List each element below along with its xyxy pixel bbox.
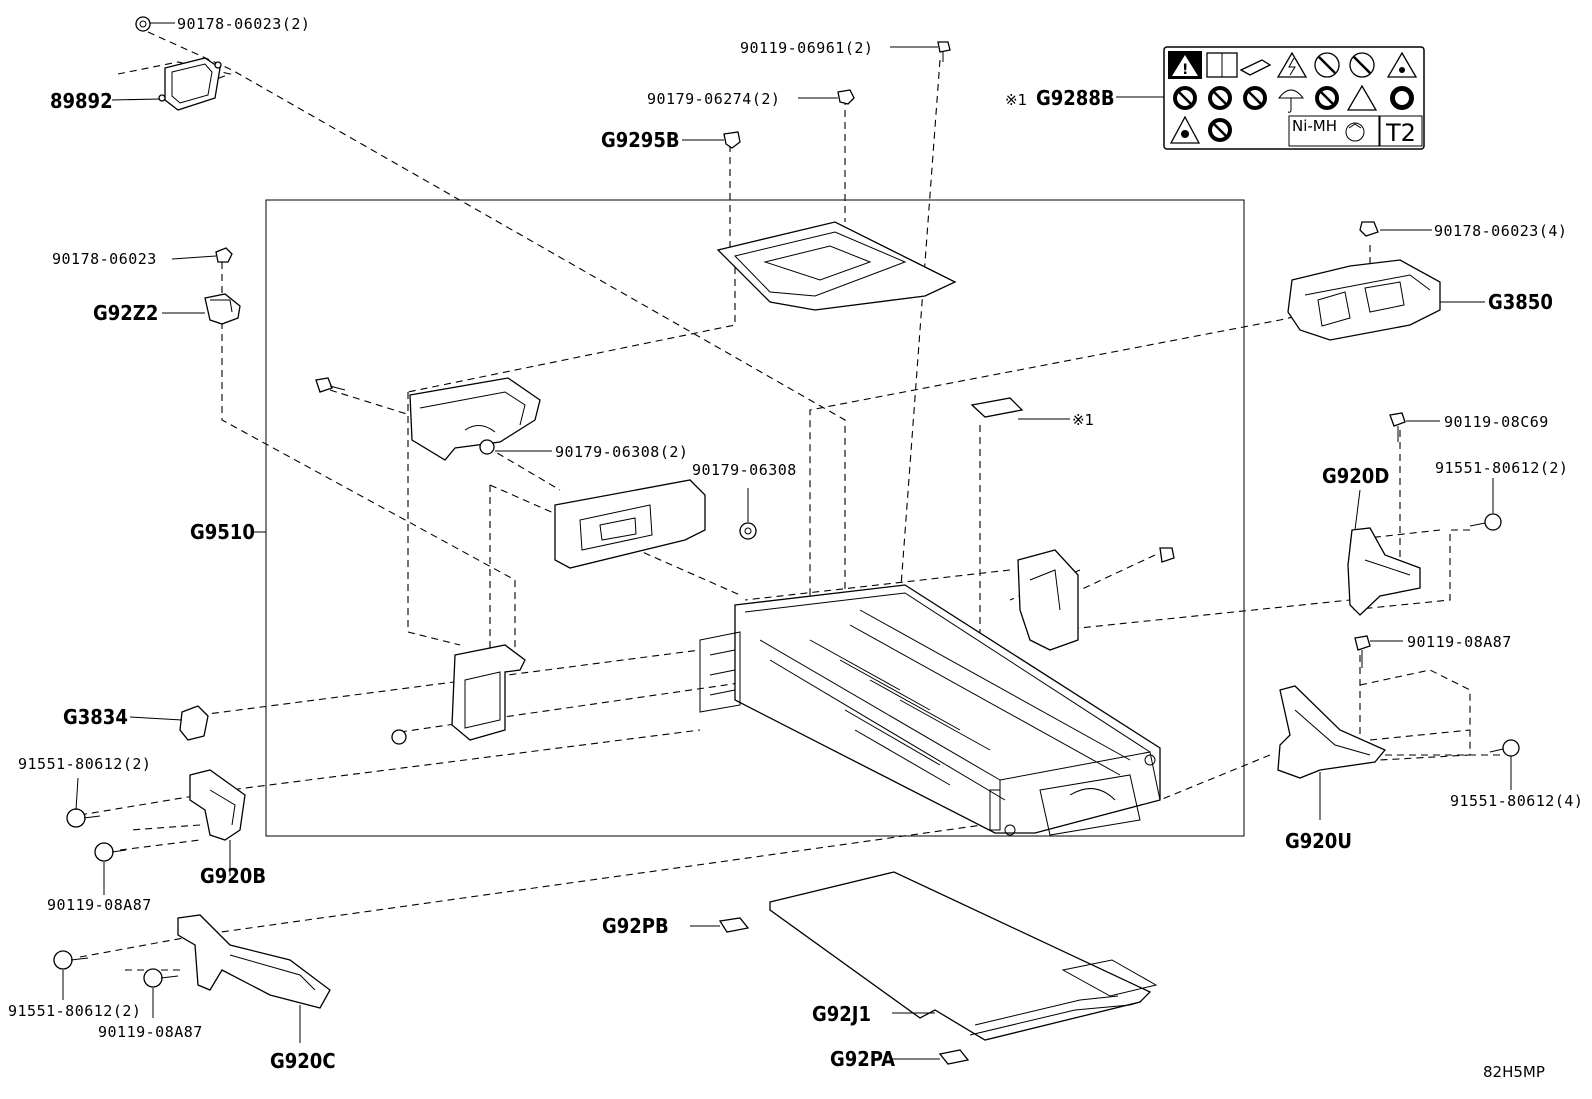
part-G92PB-pad xyxy=(718,917,750,933)
part-top-cover xyxy=(716,221,957,311)
label-G9288B: G9288B xyxy=(1036,86,1115,110)
part-G3850-relay xyxy=(1287,259,1441,341)
label-G920C: G920C xyxy=(270,1049,336,1073)
part-G3834-clip xyxy=(179,705,209,741)
label-ref1: ※1 xyxy=(1072,411,1094,429)
label-91551-80612-2c: 91551-80612(2) xyxy=(1435,459,1568,477)
assembly-frame xyxy=(265,199,1245,837)
explosion-icon xyxy=(1169,115,1201,144)
label-90119-06961-2: 90119-06961(2) xyxy=(740,39,873,57)
label-91551-80612-2a: 91551-80612(2) xyxy=(18,755,151,773)
no-cutting-icon xyxy=(1243,86,1267,110)
solid-leaders xyxy=(62,22,1512,1060)
label-G920B: G920B xyxy=(200,864,266,888)
label-90119-08A87b: 90119-08A87 xyxy=(98,1023,203,1041)
part-left-upper-bracket xyxy=(409,377,541,461)
part-right-center-bracket xyxy=(1017,549,1079,651)
nut-90178-06023-2 xyxy=(135,16,151,32)
svg-text:!: ! xyxy=(1182,62,1188,78)
no-crush-icon xyxy=(1208,118,1232,142)
label-90178-06023: 90178-06023 xyxy=(52,250,157,268)
battery-icon xyxy=(1239,59,1272,76)
part-G92J1-insulation-sheet xyxy=(769,871,1158,1041)
no-touch-icon xyxy=(1208,86,1232,110)
no-short-circuit-icon xyxy=(1315,86,1339,110)
part-G92Z2-bracket xyxy=(204,293,241,325)
bolt-90119-08A87b xyxy=(143,968,179,988)
no-smoking-icon xyxy=(1349,52,1375,78)
diagram-code: 82H5MP xyxy=(1483,1063,1545,1081)
part-ref1-label-sheet xyxy=(970,397,1024,418)
warning-label-G9288B: ! xyxy=(1163,46,1425,150)
manual-book-icon xyxy=(1206,52,1238,78)
bolt-91551-80612-2c xyxy=(1469,513,1502,531)
label-G92J1: G92J1 xyxy=(812,1002,871,1026)
part-bolt-90119-06961 xyxy=(937,41,951,62)
label-G920U: G920U xyxy=(1285,829,1352,853)
nut-90178-06023 xyxy=(215,247,233,263)
part-G920C-bracket xyxy=(177,914,331,1009)
bolt-91551-80612-4 xyxy=(1489,739,1520,757)
bolt-90119-08A87c xyxy=(1354,635,1371,668)
no-fire-icon xyxy=(1314,52,1340,78)
nut-left-lower xyxy=(391,729,407,745)
label-G9510: G9510 xyxy=(190,520,255,544)
label-90179-06274-2: 90179-06274(2) xyxy=(647,90,780,108)
part-left-lower-bracket xyxy=(451,644,526,741)
part-labels: 90178-06023(2) 89892 90178-06023 G92Z2 G… xyxy=(8,15,1583,1081)
part-G92PA-pad xyxy=(938,1049,970,1065)
bolt-91551-80612-2b xyxy=(53,950,89,970)
nut-90179-06308-2 xyxy=(479,439,495,455)
bolt-91551-80612-2a xyxy=(66,808,101,828)
flammable-icon xyxy=(1386,51,1418,78)
label-G92PB: G92PB xyxy=(602,914,669,938)
label-90178-06023-2: 90178-06023(2) xyxy=(177,15,310,33)
label-G920D: G920D xyxy=(1322,464,1389,488)
bolt-left-upper xyxy=(315,377,346,393)
part-G920U-bracket xyxy=(1277,685,1387,779)
bolt-90119-08C69 xyxy=(1389,412,1406,442)
label-ref1-prefix: ※1 xyxy=(1005,91,1027,109)
bolt-90119-08A87a xyxy=(94,842,127,862)
part-middle-bracket xyxy=(554,479,706,569)
label-91551-80612-2b: 91551-80612(2) xyxy=(8,1002,141,1020)
high-voltage-icon xyxy=(1276,51,1308,78)
label-90178-06023-4: 90178-06023(4) xyxy=(1434,222,1567,240)
recycle-icon xyxy=(1345,122,1365,142)
label-G3834: G3834 xyxy=(63,705,128,729)
nut-90178-06023-4 xyxy=(1359,221,1379,237)
part-battery-stack xyxy=(699,584,1161,836)
t2-label: T2 xyxy=(1385,119,1416,147)
part-G920D-bracket xyxy=(1347,527,1421,616)
label-G9295B: G9295B xyxy=(601,128,680,152)
nut-90179-06308 xyxy=(739,522,757,540)
label-90179-06308: 90179-06308 xyxy=(692,461,797,479)
label-90119-08C69: 90119-08C69 xyxy=(1444,413,1549,431)
part-G920B-bracket xyxy=(189,769,246,841)
label-90119-08A87a: 90119-08A87 xyxy=(47,896,152,914)
part-G9295B-clip xyxy=(723,131,741,149)
label-G92Z2: G92Z2 xyxy=(93,301,158,325)
label-91551-80612-4: 91551-80612(4) xyxy=(1450,792,1583,810)
label-G3850: G3850 xyxy=(1488,290,1553,314)
nimh-label: Ni-MH xyxy=(1292,117,1337,135)
gloves-icon xyxy=(1390,86,1414,110)
no-disassemble-icon xyxy=(1173,86,1197,110)
nut-right-center xyxy=(1159,547,1175,563)
label-90119-08A87c: 90119-08A87 xyxy=(1407,633,1512,651)
part-89892-sensor xyxy=(158,57,222,111)
label-G92PA: G92PA xyxy=(830,1047,895,1071)
corrosive-icon xyxy=(1346,84,1378,111)
label-90179-06308-2: 90179-06308(2) xyxy=(555,443,688,461)
label-89892: 89892 xyxy=(50,89,113,113)
part-nut-90179-06274 xyxy=(837,89,855,105)
keep-dry-icon xyxy=(1277,89,1305,113)
